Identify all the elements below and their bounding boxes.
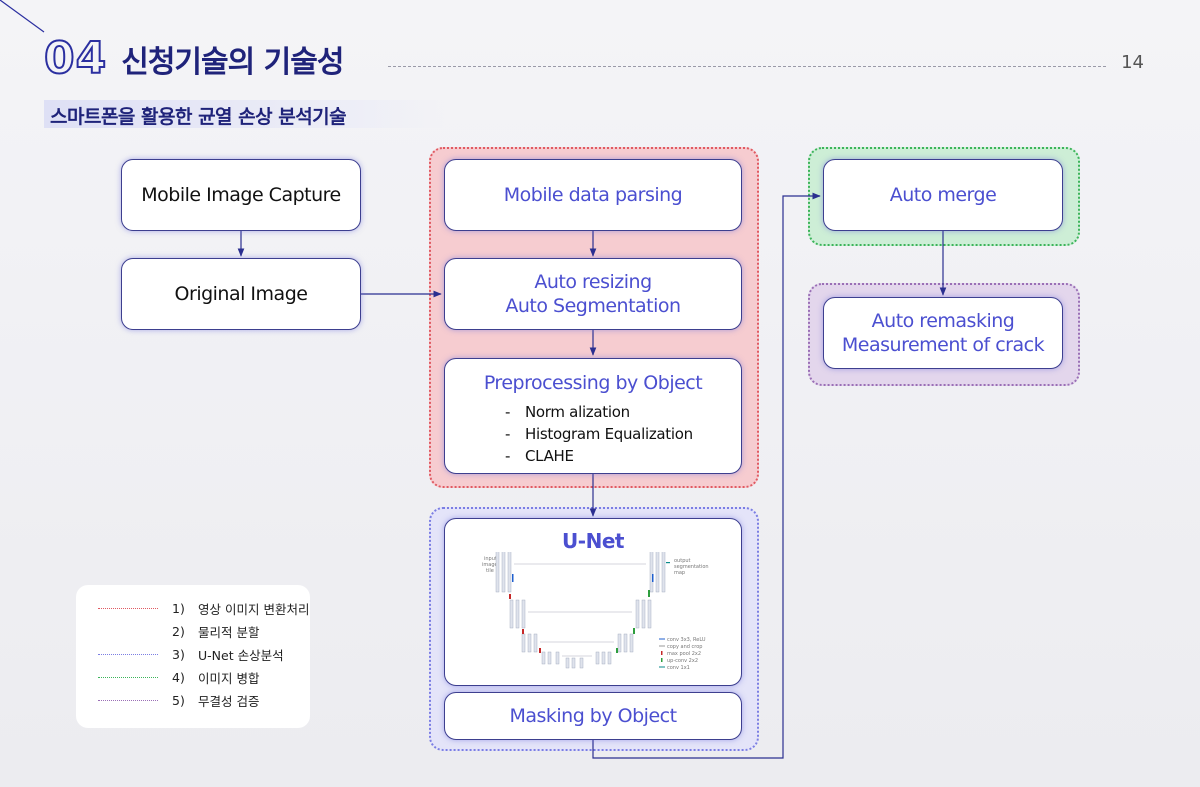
- unet-legend-item: copy and crop: [667, 644, 702, 650]
- header-divider: [388, 66, 1106, 67]
- section-number: 04: [43, 33, 108, 84]
- legend-number: 2): [172, 623, 185, 639]
- unet-input-label-1: input: [484, 556, 497, 562]
- node-auto-remasking: Auto remasking Measurement of crack: [823, 297, 1063, 369]
- unet-architecture-figure: input image tile output segmentation map…: [482, 552, 709, 671]
- node-label: Auto merge: [889, 184, 997, 206]
- subtitle-bar: 스마트폰을 활용한 균열 손상 분석기술: [44, 100, 444, 128]
- node-label-line1: Auto resizing: [534, 271, 652, 293]
- legend-line-green: [98, 676, 158, 678]
- unet-input-label-2: image: [482, 562, 498, 568]
- node-mobile-image-capture: Mobile Image Capture: [121, 159, 361, 231]
- legend-text: U-Net 손상분석: [198, 647, 284, 663]
- preprocessing-list: Norm alization Histogram Equalization CL…: [505, 401, 693, 467]
- legend-text: 영상 이미지 변환처리: [198, 601, 310, 617]
- process-legend: 1) 영상 이미지 변환처리 2) 물리적 분할 3) U-Net 손상분석 4…: [76, 585, 310, 728]
- node-label: Masking by Object: [509, 705, 677, 727]
- node-preprocessing: Preprocessing by Object Norm alization H…: [444, 358, 742, 474]
- legend-line-blue: [98, 653, 158, 655]
- legend-number: 4): [172, 669, 185, 685]
- node-label: Mobile Image Capture: [141, 184, 341, 206]
- legend-text: 무결성 검증: [198, 693, 260, 709]
- legend-item: 5) 무결성 검증: [98, 689, 259, 711]
- preprocessing-item: CLAHE: [505, 445, 693, 467]
- node-unet: U-Net: [444, 518, 742, 686]
- legend-number: 3): [172, 646, 185, 662]
- unet-input-label-3: tile: [486, 568, 494, 574]
- preprocessing-item: Histogram Equalization: [505, 423, 693, 445]
- unet-output-label-3: map: [674, 570, 685, 576]
- node-label-line2: Measurement of crack: [841, 334, 1045, 356]
- node-masking-by-object: Masking by Object: [444, 692, 742, 740]
- subtitle-text: 스마트폰을 활용한 균열 손상 분석기술: [50, 106, 347, 128]
- page-number: 14: [1121, 52, 1144, 73]
- unet-legend-item: conv 1x1: [667, 665, 690, 671]
- section-header: 04 신청기술의 기술성: [43, 33, 344, 84]
- legend-item: 3) U-Net 손상분석: [98, 643, 284, 665]
- unet-legend-item: max pool 2x2: [667, 651, 701, 657]
- unet-output-label-1: output: [674, 558, 691, 564]
- node-label: Mobile data parsing: [503, 184, 683, 206]
- legend-item: 1) 영상 이미지 변환처리: [98, 597, 309, 619]
- legend-text: 이미지 병합: [198, 670, 260, 686]
- node-label: U-Net: [562, 529, 624, 553]
- node-label: Preprocessing by Object: [483, 372, 703, 394]
- legend-number: 5): [172, 692, 185, 708]
- legend-number: 1): [172, 600, 185, 616]
- unet-legend-item: up-conv 2x2: [667, 658, 698, 664]
- node-auto-resizing: Auto resizing Auto Segmentation: [444, 258, 742, 330]
- corner-decoration: [0, 0, 45, 33]
- node-label: Original Image: [174, 283, 308, 305]
- node-mobile-data-parsing: Mobile data parsing: [444, 159, 742, 231]
- legend-line-purple: [98, 699, 158, 701]
- unet-arrow-legend: conv 3x3, ReLU copy and crop max pool 2x…: [659, 637, 706, 671]
- legend-line-none: [98, 631, 158, 632]
- node-auto-merge: Auto merge: [823, 159, 1063, 231]
- legend-text: 물리적 분할: [198, 624, 260, 640]
- unet-output-label-2: segmentation: [674, 564, 709, 570]
- section-title: 신청기술의 기술성: [121, 45, 344, 80]
- node-original-image: Original Image: [121, 258, 361, 330]
- legend-item: 4) 이미지 병합: [98, 666, 259, 688]
- node-label-line1: Auto remasking: [871, 310, 1015, 332]
- node-label-line2: Auto Segmentation: [505, 295, 681, 317]
- unet-legend-item: conv 3x3, ReLU: [667, 637, 706, 643]
- legend-line-red: [98, 607, 158, 609]
- legend-item: 2) 물리적 분할: [98, 620, 259, 642]
- arrow-masking-to-merge: [592, 192, 821, 759]
- preprocessing-item: Norm alization: [505, 401, 693, 423]
